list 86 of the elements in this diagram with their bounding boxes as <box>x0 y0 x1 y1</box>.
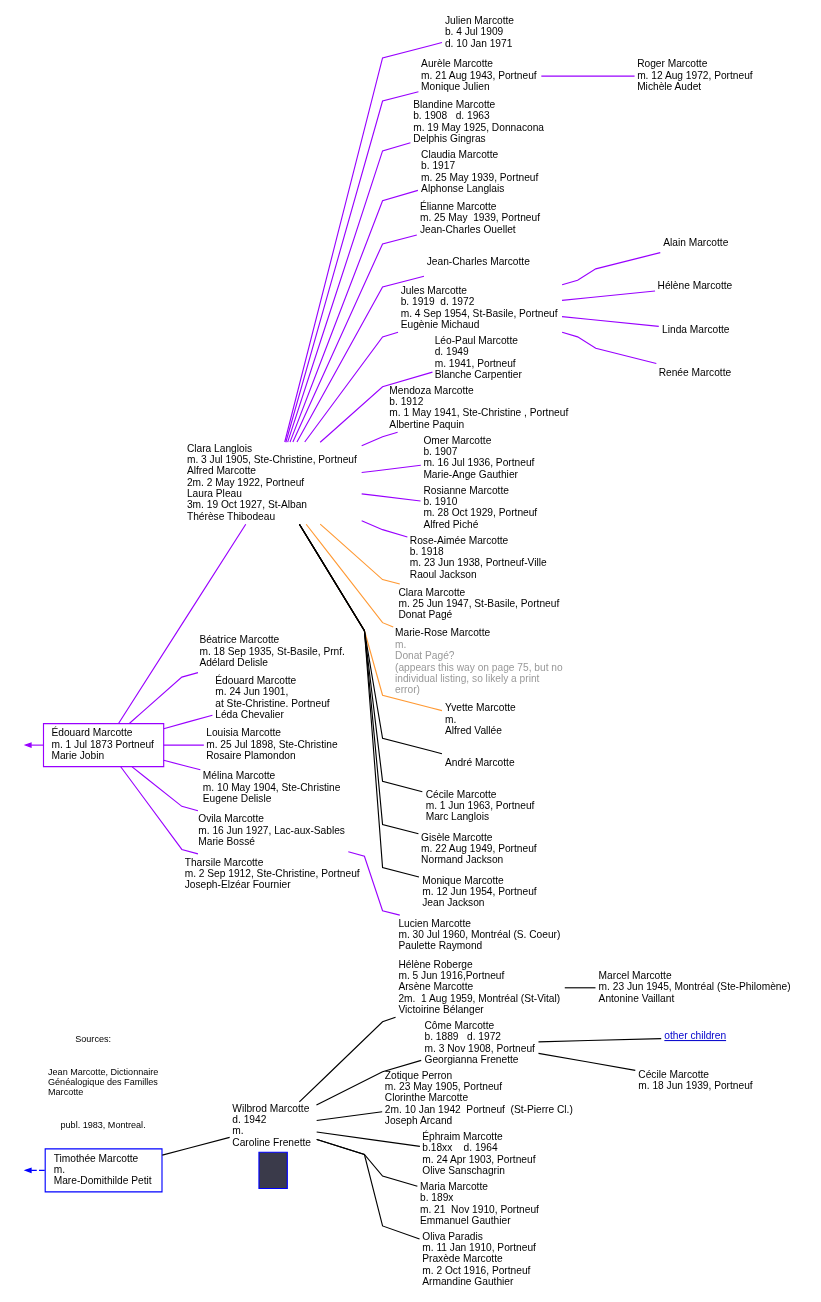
node-text: Léo-Paul Marcotte d. 1949 m. 1941, Portneuf Blanche Carpentier <box>434 334 522 380</box>
node-text: Tharsile Marcotte m. 2 Sep 1912, Ste-Christine, Portneuf Joseph-Elzéar Fournier <box>184 856 360 891</box>
node-text: Linda Marcotte <box>662 323 730 335</box>
connector <box>347 851 401 916</box>
node-text: Monique Marcotte m. 12 Jun 1954, Portneuf Jean Jackson <box>422 874 537 909</box>
connector <box>296 275 425 443</box>
label: Sources: <box>75 1034 112 1045</box>
node-text: Roger Marcotte m. 12 Aug 1972, Portneuf Michèle Audet <box>637 58 753 92</box>
node-text: Wilbrod Marcotte d. 1942 m. Caroline Frenette <box>232 1102 312 1148</box>
connector <box>361 431 399 447</box>
node-text: Clara Langlois m. 3 Jul 1905, Ste-Christine, Portneuf Alfred Marcotte 2m. 2 May 1922, Portneuf Laura Pleau 3m. 19 Oct 1927, St-Alban Thérèse Thibodeau <box>186 442 357 522</box>
connector <box>131 766 199 812</box>
node-text: Yvette Marcotte m. Alfred Vallée <box>444 702 516 737</box>
node-text: Zotique Perron m. 23 May 1905, Portneuf Clorinthe Marcotte 2m. 10 Jan 1942 Portneuf (St-Pierre Cl.) Joseph Arcand <box>384 1069 573 1127</box>
connector <box>161 1136 231 1156</box>
connector <box>537 1038 662 1043</box>
connector <box>304 331 399 443</box>
node-text: Maria Marcotte b. 189x m. 21 Nov 1910, Portneuf Emmanuel Gauthier <box>419 1180 539 1226</box>
node-text: Rosianne Marcotte b. 1910 m. 28 Oct 1929, Portneuf Alfred Piché <box>423 484 538 530</box>
node-text: Lucien Marcotte m. 30 Jul 1960, Montréal (S. Coeur) Paulette Raymond <box>398 917 561 952</box>
connector <box>316 1111 383 1122</box>
connector <box>120 766 199 855</box>
connector <box>361 493 422 502</box>
connector <box>564 987 597 989</box>
node-text: Oliva Paradis m. 11 Jan 1910, Portneuf Praxède Marcotte m. 2 Oct 1916, Portneuf Armandine Gauthier <box>422 1230 536 1288</box>
node-text: Clara Marcotte m. 25 Jun 1947, St-Basile, Portneuf Donat Pagé <box>398 586 560 621</box>
connector <box>163 759 201 771</box>
connector <box>129 672 199 724</box>
arrow <box>23 742 44 748</box>
connector <box>118 523 247 724</box>
node-text: Béatrice Marcotte m. 18 Sep 1935, St-Basile, Prnf. Adélard Delisle <box>199 634 345 668</box>
node-text: Renée Marcotte <box>658 366 732 378</box>
connector <box>287 142 411 443</box>
node-box: Édouard Marcotte m. 1 Jul 1873 Portneuf Marie Jobin <box>42 723 165 768</box>
node-text: Julien Marcotte b. 4 Jul 1909 d. 10 Jan 1971 <box>444 15 515 49</box>
connector <box>361 520 408 538</box>
node-text: Hélène Marcotte <box>657 280 733 292</box>
node-text: Mendoza Marcotte b. 1912 m. 1 May 1941, Ste-Christine , Portneuf Albertine Paquin <box>389 384 569 430</box>
connector <box>561 331 657 364</box>
connector <box>292 234 418 443</box>
node-text: other children <box>664 1030 727 1042</box>
node-text: Édouard Marcotte m. 24 Jun 1901, at Ste-Christine. Portneuf Léda Chevalier <box>215 675 330 721</box>
node-text: Marcel Marcotte m. 23 Jun 1945, Montréal (Ste-Philomène) Antonine Vaillant <box>598 969 791 1004</box>
connector <box>561 316 660 327</box>
connector <box>298 1016 397 1103</box>
node-text: Blandine Marcotte b. 1908 d. 1963 m. 19 May 1925, Donnacona Delphis Gingras <box>413 99 544 145</box>
connector <box>163 714 213 730</box>
node-text: Cécile Marcotte m. 1 Jun 1963, Portneuf Marc Langlois <box>425 788 535 823</box>
node-text: Claudia Marcotte b. 1917 m. 25 May 1939, Portneuf Alphonse Langlais <box>421 148 539 194</box>
node-text: Gisèle Marcotte m. 22 Aug 1949, Portneuf Normand Jackson <box>421 831 537 866</box>
connector <box>361 464 422 474</box>
node-box: Timothée Marcotte m. Mare-Domithilde Petit <box>44 1148 163 1193</box>
node-text: Mélina Marcotte m. 10 May 1904, Ste-Christine Eugene Delisle <box>202 770 341 805</box>
node-text: Élianne Marcotte m. 25 May 1939, Portneuf Jean-Charles Ouellet <box>419 201 541 235</box>
node-text: Ovila Marcotte m. 16 Jun 1927, Lac-aux-Sables Marie Bossé <box>198 813 345 848</box>
node-text: Côme Marcotte b. 1889 d. 1972 m. 3 Nov 1908, Portneuf Georgianna Frenette <box>424 1019 535 1065</box>
node-text: Jules Marcotte b. 1919 d. 1972 m. 4 Sep 1954, St-Basile, Portneuf Eugènie Michaud <box>400 285 558 331</box>
connector <box>315 1059 422 1106</box>
node-text: Marie-Rose Marcotte m. Donat Pagé? (appears this way on page 75, but no individual listing, so likely a print error) <box>395 627 563 696</box>
node-text: Rose-Aimée Marcotte b. 1918 m. 23 Jun 1938, Portneuf-Ville Raoul Jackson <box>409 534 547 580</box>
node-text: Alain Marcotte <box>663 237 729 249</box>
arrow <box>23 1167 46 1174</box>
connector <box>561 290 656 301</box>
label: Jean Marcotte, Dictionnaire Généalogique des Familles Marcotte <box>48 1067 159 1098</box>
connector <box>540 75 636 77</box>
node-box <box>258 1151 288 1190</box>
connector <box>163 744 205 746</box>
connector <box>319 371 433 443</box>
node-text: Cécile Marcotte m. 18 Jun 1939, Portneuf <box>638 1068 753 1091</box>
connector <box>284 42 443 443</box>
label: publ. 1983, Montreal. <box>60 1120 146 1131</box>
connector <box>305 523 394 628</box>
connector <box>537 1052 636 1071</box>
connector <box>316 1138 421 1240</box>
connector <box>319 523 401 585</box>
node-text: Jean-Charles Marcotte <box>426 255 530 267</box>
node-text: Omer Marcotte b. 1907 m. 16 Jul 1936, Portneuf Marie-Ange Gauthier <box>423 434 535 480</box>
connector <box>316 1131 421 1147</box>
node-text: Éphraim Marcotte b.18xx d. 1964 m. 24 Apr 1903, Portneuf Olive Sanschagrin <box>422 1130 536 1176</box>
connector <box>289 189 419 443</box>
connector <box>285 91 419 443</box>
node-text: Louisia Marcotte m. 25 Jul 1898, Ste-Christine Rosaire Plamondon <box>206 727 338 761</box>
node-text: Hélène Roberge m. 5 Jun 1916,Portneuf Arsène Marcotte 2m. 1 Aug 1959, Montréal (St-Vital) Victoirine Bélanger <box>398 958 561 1015</box>
connector <box>561 252 661 286</box>
node-text: Aurèle Marcotte m. 21 Aug 1943, Portneuf Monique Julien <box>421 58 537 92</box>
node-text: André Marcotte <box>444 756 515 768</box>
